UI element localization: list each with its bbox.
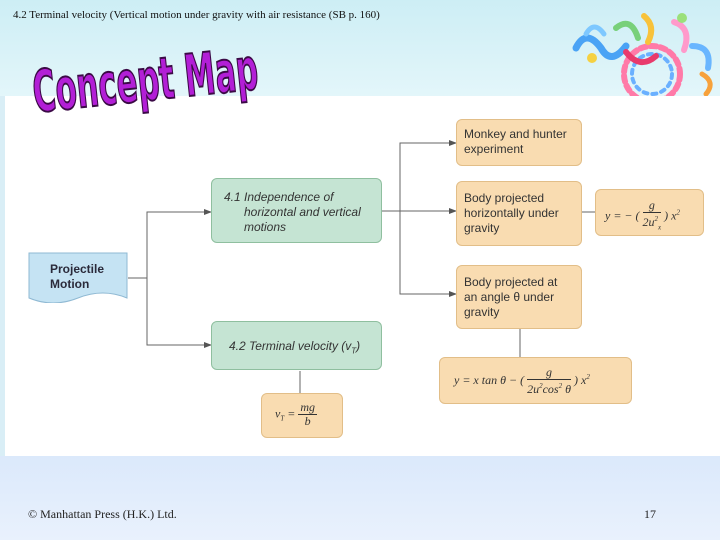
independence-motions-label: 4.1 Independence of horizontal and verti…	[224, 190, 361, 234]
slide-title: 4.2 Terminal velocity (Vertical motion u…	[13, 9, 380, 21]
terminal-velocity-node: 4.2 Terminal velocity (vT)	[211, 321, 382, 370]
concept-map-logo: Concept Map	[30, 34, 262, 118]
copyright-text: © Manhattan Press (H.K.) Ltd.	[28, 507, 177, 521]
left-strip	[0, 96, 5, 456]
decorative-swirl-graphic	[572, 13, 713, 96]
footer-band	[0, 456, 720, 540]
projectile-motion-node	[28, 252, 128, 303]
independence-motions-node: 4.1 Independence of horizontal and verti…	[211, 178, 382, 243]
page-number: 17	[644, 507, 656, 521]
terminal-velocity-label: 4.2 Terminal velocity (vT)	[229, 339, 361, 356]
